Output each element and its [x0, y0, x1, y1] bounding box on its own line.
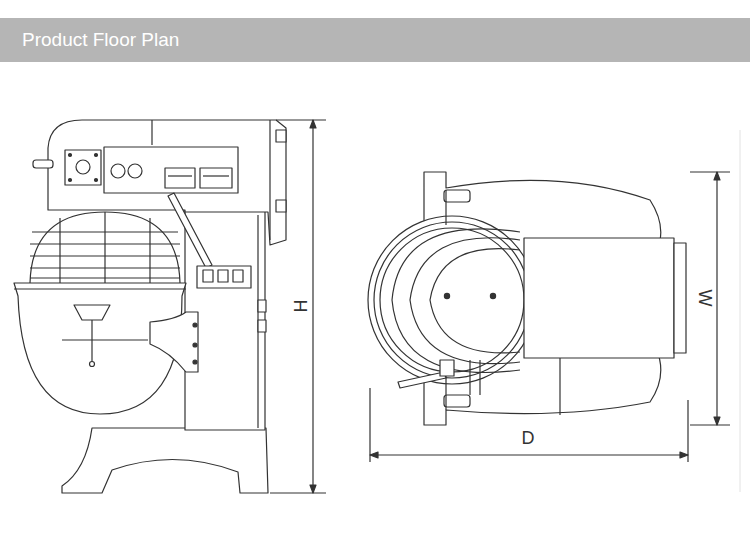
dimension-label: D	[522, 429, 535, 447]
dimension-label: H	[290, 300, 308, 313]
dimension-label: W	[695, 290, 713, 307]
page-heading: Product Floor Plan	[22, 29, 179, 51]
